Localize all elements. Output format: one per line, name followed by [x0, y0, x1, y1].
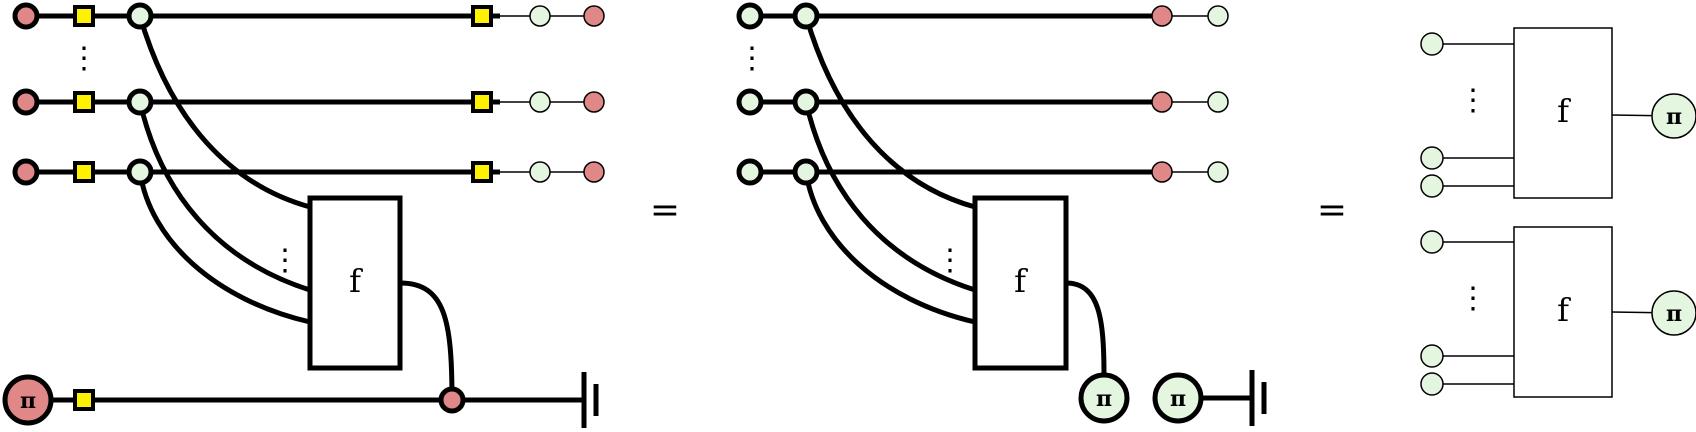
mid-green-spider-2 — [792, 88, 820, 116]
left-red-spider-1 — [12, 2, 40, 30]
left-out-green-3 — [529, 161, 551, 183]
left-red-pi-label: π — [20, 388, 36, 414]
right-bot-in-green-3 — [1420, 372, 1444, 396]
mid-out-red-2 — [1151, 91, 1173, 113]
left-out-green-1 — [529, 5, 551, 27]
mid-green-spider-3 — [792, 158, 820, 186]
mid-curve-1 — [803, 15, 976, 210]
middle-panel: f ⋮ ⋮ π π — [736, 2, 1267, 426]
right-bot-f-box — [1513, 226, 1613, 398]
equals-sign-2: = — [1317, 190, 1347, 231]
mid-box-vdots: ⋮ — [935, 243, 965, 278]
mid-out-red-1 — [1151, 5, 1173, 27]
mid-curve-3 — [803, 171, 976, 325]
left-hadamard-1b — [471, 5, 493, 27]
left-box-vdots: ⋮ — [270, 243, 300, 278]
right-top-vdots: ⋮ — [1458, 83, 1488, 118]
left-hadamard-1a — [73, 5, 95, 27]
left-out-green-2 — [529, 91, 551, 113]
right-top-f-label: f — [1557, 92, 1571, 130]
left-ground-icon — [581, 372, 599, 428]
left-output-curve — [399, 280, 455, 401]
mid-curve-2 — [803, 101, 976, 293]
left-hadamard-3b — [471, 161, 493, 183]
left-curve-2 — [137, 101, 311, 293]
left-hadamard-3a — [73, 161, 95, 183]
mid-input-spider-2 — [736, 88, 764, 116]
right-top-f-box — [1513, 27, 1613, 199]
left-curve-3 — [137, 171, 311, 325]
left-red-spider-2 — [12, 88, 40, 116]
left-hadamard-2a — [73, 91, 95, 113]
mid-ancilla-pi-spider — [1152, 372, 1204, 424]
right-top-in-green-2 — [1420, 146, 1444, 170]
left-out-red-3 — [583, 161, 605, 183]
mid-ancilla-pi-label: π — [1170, 386, 1186, 412]
mid-input-vdots: ⋮ — [737, 41, 767, 76]
right-bot-in-green-2 — [1420, 344, 1444, 368]
left-green-spider-1 — [126, 2, 154, 30]
left-merge-red-spider — [438, 386, 466, 414]
mid-out-green-1 — [1207, 5, 1229, 27]
right-bot-vdots: ⋮ — [1458, 281, 1488, 316]
right-top-pi-label: π — [1666, 104, 1682, 130]
mid-out-green-3 — [1207, 161, 1229, 183]
left-f-box — [307, 195, 403, 371]
left-red-spider-3 — [12, 158, 40, 186]
left-hadamard-2b — [471, 91, 493, 113]
mid-output-pi-label: π — [1096, 386, 1112, 412]
mid-f-label: f — [1014, 262, 1028, 300]
right-panel: f ⋮ π f ⋮ π — [1420, 27, 1696, 398]
mid-output-pi-spider — [1078, 372, 1130, 424]
mid-ground-icon — [1249, 370, 1267, 426]
mid-green-spider-1 — [792, 2, 820, 30]
right-bot-pi-spider — [1651, 290, 1696, 336]
left-out-red-1 — [583, 5, 605, 27]
equals-sign-1: = — [650, 190, 680, 231]
left-green-spider-2 — [126, 88, 154, 116]
mid-input-spider-1 — [736, 2, 764, 30]
right-top-pi-spider — [1651, 93, 1696, 139]
mid-output-curve — [1065, 280, 1107, 378]
mid-input-spider-3 — [736, 158, 764, 186]
mid-out-green-2 — [1207, 91, 1229, 113]
left-curve-1 — [137, 15, 311, 210]
left-green-spider-3 — [126, 158, 154, 186]
right-top-in-green-3 — [1420, 174, 1444, 198]
left-input-vdots: ⋮ — [69, 41, 99, 76]
left-panel: f ⋮ ⋮ π — [2, 2, 605, 428]
left-f-label: f — [349, 262, 363, 300]
left-red-pi-spider — [2, 374, 54, 426]
mid-f-box — [972, 195, 1069, 371]
right-bot-in-green-1 — [1420, 230, 1444, 254]
right-bot-pi-label: π — [1666, 301, 1682, 327]
left-out-red-2 — [583, 91, 605, 113]
right-bot-f-label: f — [1557, 291, 1571, 329]
left-hadamard-ancilla — [73, 389, 95, 411]
mid-out-red-3 — [1151, 161, 1173, 183]
right-top-in-green-1 — [1420, 32, 1444, 56]
